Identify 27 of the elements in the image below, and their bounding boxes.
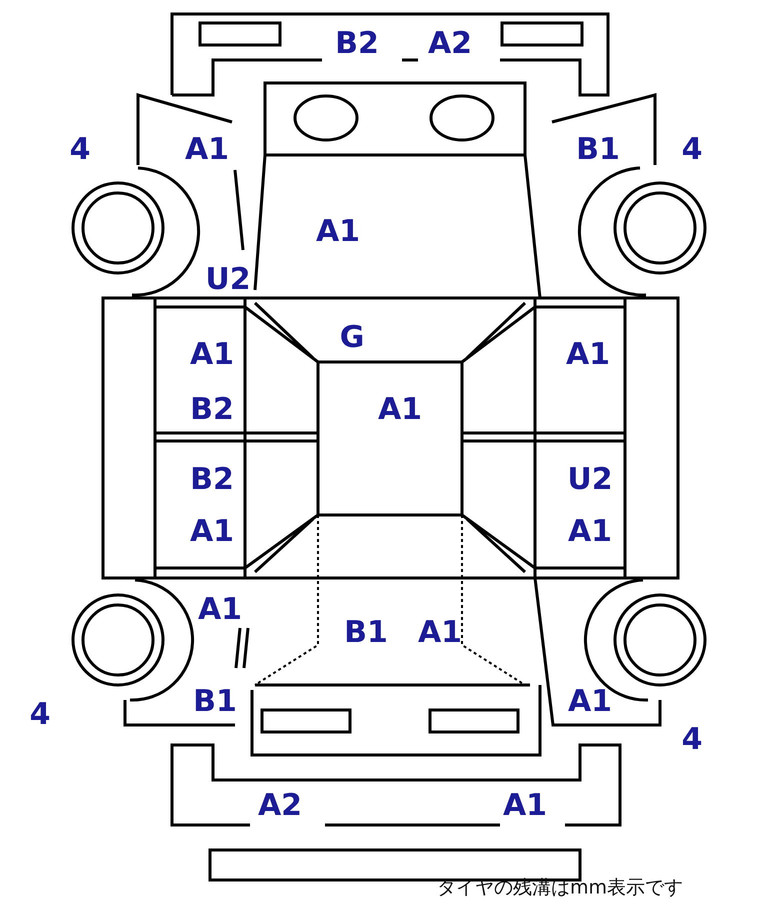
damage-code: A1: [198, 595, 242, 625]
damage-code: A2: [258, 791, 302, 821]
damage-code: B2: [190, 465, 234, 495]
damage-code: A1: [568, 687, 612, 717]
damage-code: A1: [316, 217, 360, 247]
damage-code: A1: [190, 340, 234, 370]
damage-code: A1: [566, 340, 610, 370]
damage-code: U2: [567, 465, 613, 495]
tread-depth-value: 4: [30, 700, 50, 730]
damage-code: B1: [193, 687, 237, 717]
tread-depth-value: 4: [682, 725, 702, 755]
damage-code: A1: [190, 517, 234, 547]
tread-depth-value: 4: [70, 135, 90, 165]
damage-code: B2: [190, 395, 234, 425]
damage-code: A1: [184, 135, 230, 165]
tread-depth-value: 4: [682, 135, 702, 165]
damage-code: A1: [568, 517, 612, 547]
damage-code: A2: [428, 29, 472, 59]
damage-code: A1: [418, 618, 462, 648]
damage-code: B1: [344, 618, 388, 648]
damage-code: A1: [502, 791, 548, 821]
damage-code: A1: [378, 395, 422, 425]
damage-code: B1: [576, 135, 620, 165]
damage-code: U2: [205, 265, 251, 295]
note-text: タイヤの残溝はmm表示です: [436, 878, 684, 898]
damage-code: G: [340, 323, 364, 353]
damage-code: B2: [335, 29, 379, 59]
